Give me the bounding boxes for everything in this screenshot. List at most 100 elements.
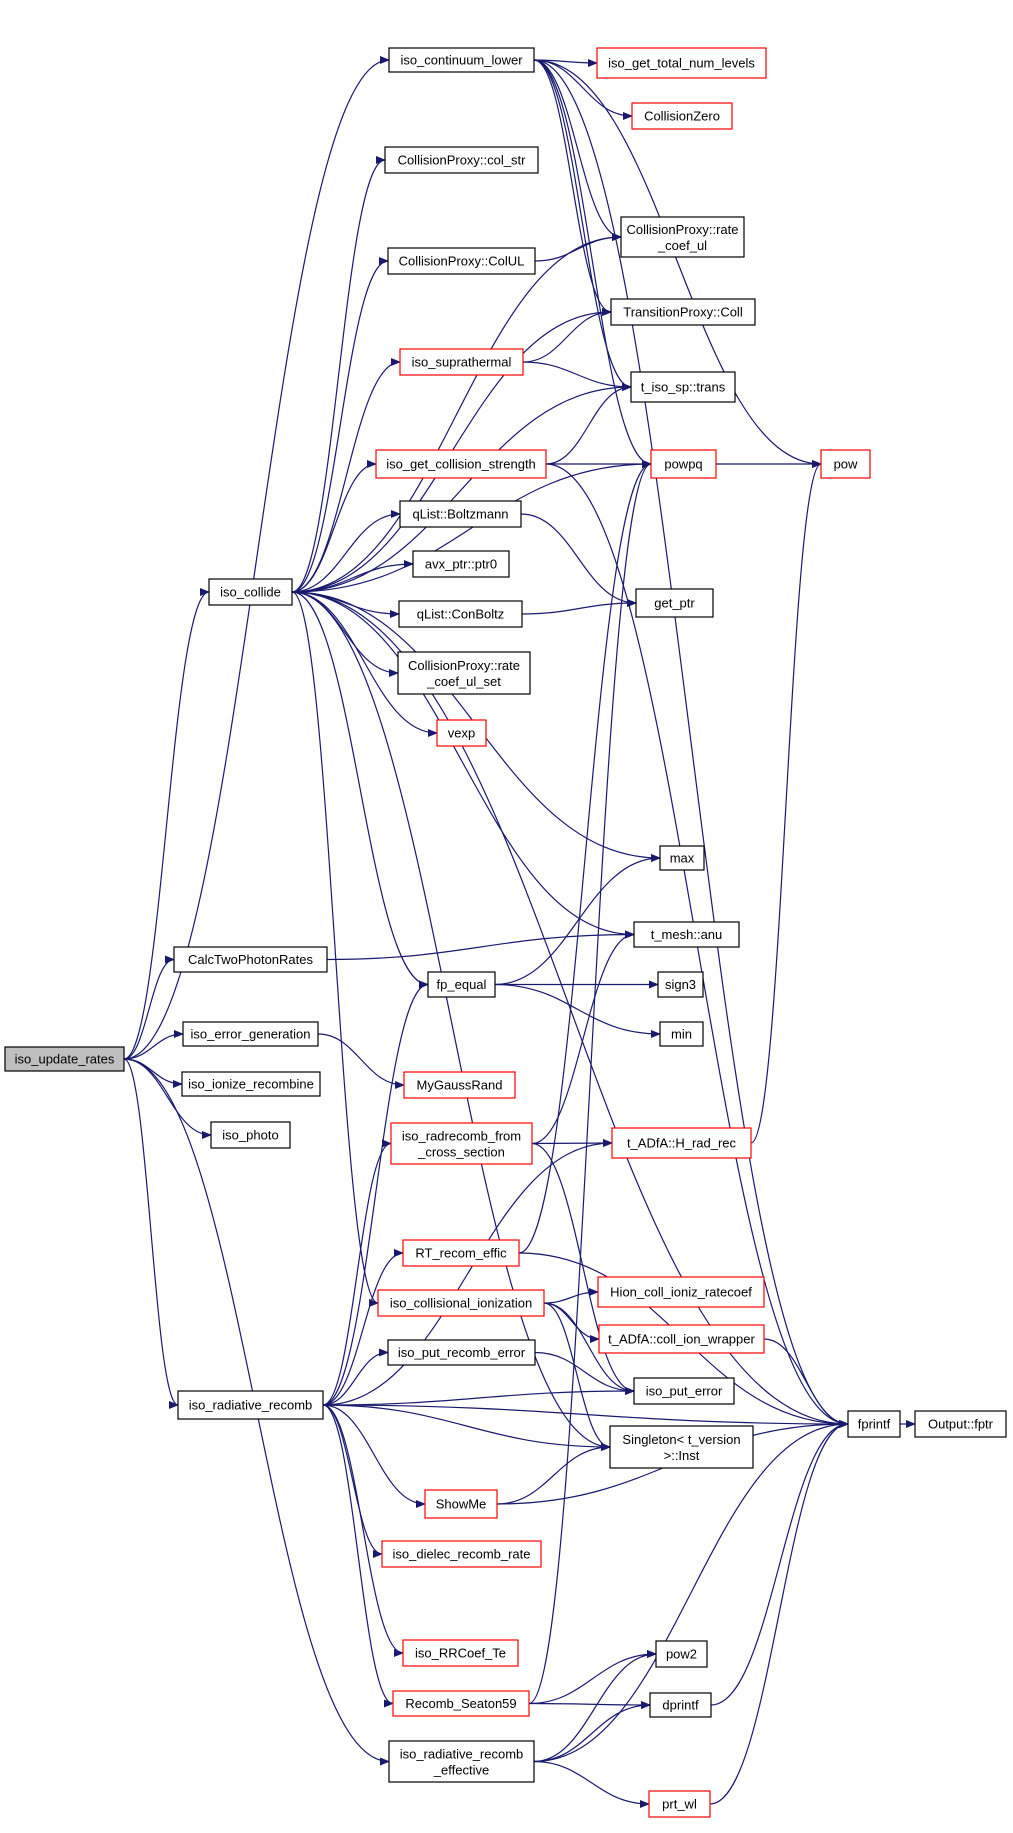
node-colul[interactable]: CollisionProxy::ColUL	[387, 247, 536, 275]
node-label: iso_continuum_lower	[400, 53, 523, 68]
node-iso-dielec-recomb-rate[interactable]: iso_dielec_recomb_rate	[381, 1540, 542, 1568]
node-label: dprintf	[662, 1698, 699, 1713]
node-label: Singleton< t_version	[622, 1432, 740, 1447]
node-prt-wl[interactable]: prt_wl	[648, 1790, 711, 1818]
node-mygaussrand[interactable]: MyGaussRand	[403, 1071, 516, 1099]
node-box	[659, 845, 705, 871]
node-box	[375, 449, 547, 479]
node-collisionzero[interactable]: CollisionZero	[631, 102, 733, 130]
node-label: _cross_section	[417, 1145, 505, 1160]
edge-iso-radiative-recomb-to-h-rad-rec	[322, 1139, 613, 1406]
node-pow[interactable]: pow	[820, 449, 871, 479]
edge-iso-collisional-ionization-to-hion-coll-ioniz-ratecoef	[543, 1288, 599, 1304]
node-anu[interactable]: t_mesh::anu	[633, 921, 740, 948]
edge-iso-radiative-recomb-to-showme	[322, 1404, 426, 1508]
edge-iso-continuum-lower-to-fprintf	[533, 59, 849, 1428]
edge-iso-collisional-ionization-to-singleton	[543, 1302, 611, 1451]
node-iso-photo[interactable]: iso_photo	[210, 1121, 291, 1149]
node-iso-put-error[interactable]: iso_put_error	[633, 1377, 735, 1405]
edge-showme-to-singleton	[496, 1443, 611, 1505]
node-box	[655, 1640, 708, 1668]
node-rt-recom-effic[interactable]: RT_recom_effic	[402, 1239, 520, 1267]
node-fp-equal[interactable]: fp_equal	[427, 971, 496, 998]
node-recomb-seaton59[interactable]: Recomb_Seaton59	[392, 1690, 530, 1717]
node-label: Hion_coll_ioniz_ratecoef	[610, 1285, 752, 1300]
node-iso-suprathermal[interactable]: iso_suprathermal	[399, 348, 524, 376]
node-label: t_mesh::anu	[651, 927, 723, 942]
node-iso-radiative-recomb-effective[interactable]: iso_radiative_recomb_effective	[388, 1740, 535, 1783]
edge-iso-update-rates-to-calctwophotonrates	[123, 955, 175, 1060]
node-iso-radrecomb-from-cross-section[interactable]: iso_radrecomb_from_cross_section	[390, 1122, 533, 1165]
node-iso-collide[interactable]: iso_collide	[208, 578, 293, 606]
node-min[interactable]: min	[659, 1021, 704, 1047]
node-iso-update-rates[interactable]: iso_update_rates	[4, 1046, 125, 1072]
node-calctwophotonrates[interactable]: CalcTwoPhotonRates	[173, 946, 328, 973]
node-hion-coll-ioniz-ratecoef[interactable]: Hion_coll_ioniz_ratecoef	[597, 1276, 765, 1308]
node-iso-ionize-recombine[interactable]: iso_ionize_recombine	[181, 1071, 321, 1097]
node-iso-get-collision-strength[interactable]: iso_get_collision_strength	[375, 449, 547, 479]
edge-iso-update-rates-to-iso-radiative-recomb	[123, 1058, 179, 1409]
node-iso-continuum-lower[interactable]: iso_continuum_lower	[388, 47, 535, 73]
edge-iso-update-rates-to-iso-ionize-recombine	[123, 1058, 183, 1088]
edge-iso-suprathermal-to-coll	[522, 308, 612, 363]
node-iso-get-total-num-levels[interactable]: iso_get_total_num_levels	[596, 47, 767, 79]
edge-iso-collisional-ionization-to-iso-put-error	[543, 1302, 635, 1395]
node-h-rad-rec[interactable]: t_ADfA::H_rad_rec	[611, 1127, 752, 1159]
node-fptr[interactable]: Output::fptr	[914, 1410, 1007, 1438]
edge-coll-ion-wrapper-to-fprintf	[763, 1338, 849, 1428]
edge-iso-continuum-lower-to-pow	[533, 59, 822, 468]
node-label: iso_update_rates	[15, 1052, 115, 1067]
node-coll[interactable]: TransitionProxy::Coll	[610, 298, 756, 326]
node-box	[392, 1690, 530, 1717]
node-boltzmann[interactable]: qList::Boltzmann	[399, 500, 522, 528]
node-iso-put-recomb-error[interactable]: iso_put_recomb_error	[387, 1339, 536, 1366]
node-label: CollisionProxy::rate	[408, 658, 520, 673]
node-label: _effective	[433, 1763, 489, 1778]
node-trans[interactable]: t_iso_sp::trans	[630, 371, 736, 403]
node-powpq[interactable]: powpq	[650, 449, 717, 479]
edge-iso-collide-to-iso-get-collision-strength	[291, 460, 377, 593]
node-label: get_ptr	[654, 596, 695, 611]
node-box	[388, 1740, 535, 1783]
node-showme[interactable]: ShowMe	[424, 1489, 498, 1519]
node-label: pow	[834, 457, 858, 472]
node-dprintf[interactable]: dprintf	[649, 1692, 712, 1718]
node-label: sign3	[665, 977, 696, 992]
edge-iso-collide-to-ptr0	[291, 560, 414, 593]
node-box	[427, 971, 496, 998]
node-label: CalcTwoPhotonRates	[188, 952, 314, 967]
node-singleton[interactable]: Singleton< t_version>::Inst	[609, 1425, 754, 1469]
node-sign3[interactable]: sign3	[657, 971, 704, 998]
node-label: t_ADfA::coll_ion_wrapper	[608, 1332, 755, 1347]
edge-fp-equal-to-min	[494, 983, 661, 1038]
node-label: avx_ptr::ptr0	[425, 557, 497, 572]
node-max[interactable]: max	[659, 845, 705, 871]
node-fprintf[interactable]: fprintf	[847, 1410, 901, 1438]
node-ptr0[interactable]: avx_ptr::ptr0	[412, 550, 510, 578]
node-coll-ion-wrapper[interactable]: t_ADfA::coll_ion_wrapper	[598, 1324, 765, 1354]
node-vexp[interactable]: vexp	[436, 719, 487, 747]
node-box	[208, 578, 293, 606]
node-iso-rrcoef-te[interactable]: iso_RRCoef_Te	[402, 1639, 519, 1667]
node-box	[412, 550, 510, 578]
node-col-str[interactable]: CollisionProxy::col_str	[384, 146, 539, 174]
edge-iso-continuum-lower-to-powpq	[533, 59, 652, 468]
node-label: iso_error_generation	[191, 1027, 311, 1042]
node-iso-radiative-recomb[interactable]: iso_radiative_recomb	[177, 1390, 324, 1420]
node-box	[659, 1021, 704, 1047]
edge-iso-radiative-recomb-to-iso-put-recomb-error	[322, 1348, 389, 1406]
node-label: powpq	[664, 457, 702, 472]
node-box	[402, 1239, 520, 1267]
node-rate-coef-ul[interactable]: CollisionProxy::rate_coef_ul	[620, 216, 745, 258]
node-get-ptr[interactable]: get_ptr	[635, 588, 714, 618]
node-conboltz[interactable]: qList::ConBoltz	[398, 600, 523, 628]
node-iso-collisional-ionization[interactable]: iso_collisional_ionization	[377, 1289, 545, 1317]
node-iso-error-generation[interactable]: iso_error_generation	[182, 1021, 319, 1047]
node-box	[631, 102, 733, 130]
edge-iso-continuum-lower-to-trans	[533, 59, 632, 391]
node-label: TransitionProxy::Coll	[623, 305, 743, 320]
node-label: _coef_ul	[657, 238, 707, 253]
edge-iso-radiative-recomb-effective-to-pow2	[533, 1650, 657, 1763]
node-pow2[interactable]: pow2	[655, 1640, 708, 1668]
node-rate-coef-ul-set[interactable]: CollisionProxy::rate_coef_ul_set	[397, 651, 531, 695]
